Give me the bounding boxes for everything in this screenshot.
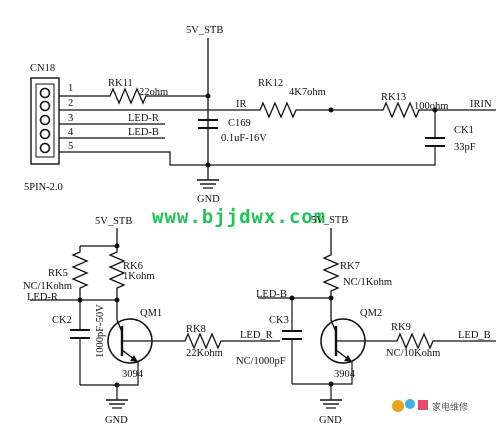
- ground-symbol-top: [197, 179, 219, 189]
- rk7-ref: RK7: [340, 261, 360, 272]
- qm2-ref: QM2: [360, 308, 382, 319]
- ck1-value: 33pF: [454, 142, 476, 153]
- pin-4-label: 4: [68, 127, 74, 138]
- pin-3-label: 3: [68, 113, 73, 124]
- ck1-ref: CK1: [454, 125, 474, 136]
- connector-ref: CN18: [30, 63, 55, 74]
- rk5-value: NC/1Kohm: [23, 281, 72, 292]
- rk8-resistor: [180, 332, 226, 350]
- ck2-ref: CK2: [52, 315, 72, 326]
- pin-2-label: 2: [68, 98, 73, 109]
- rk5-resistor: [71, 246, 89, 296]
- ck3-value: NC/1000pF: [236, 356, 286, 367]
- rk11-value: 22ohm: [139, 87, 168, 98]
- led-r-out-label: LED_R: [240, 330, 273, 341]
- led-b-out-label: LED_B: [458, 330, 491, 341]
- power-label-left: 5V_STB: [95, 216, 132, 227]
- junction-ir: [328, 107, 334, 113]
- pin-5-ground-wire: [59, 150, 436, 166]
- led-r-label-top: LED-R: [128, 113, 159, 124]
- qm2-transistor: [320, 298, 366, 364]
- rk5-ref: RK5: [48, 268, 68, 279]
- rk6-ref: RK6: [123, 261, 143, 272]
- rk13-ref: RK13: [381, 92, 406, 103]
- led-b-label-top: LED-B: [128, 127, 159, 138]
- qm2-emitter-wire: [292, 362, 353, 385]
- pin-1-label: 1: [68, 83, 73, 94]
- connector-type: 5PIN-2.0: [24, 182, 63, 193]
- rk8-ref: RK8: [186, 324, 206, 335]
- rk12-ref: RK12: [258, 78, 283, 89]
- junction-vcc: [205, 93, 211, 99]
- ground-label-left: GND: [105, 415, 128, 426]
- rk6-resistor: [108, 246, 126, 300]
- rk12-value: 4K7ohm: [289, 87, 326, 98]
- rk9-resistor: [392, 332, 438, 350]
- rk9-ref: RK9: [391, 322, 411, 333]
- junction-ground-top: [205, 162, 211, 168]
- power-label-right: 5V_STB: [311, 215, 348, 226]
- ground-symbol-right: [320, 399, 342, 409]
- rk7-resistor: [322, 252, 340, 298]
- rk9-value: NC/10Kohm: [386, 348, 440, 359]
- rk13-value: 100ohm: [414, 101, 448, 112]
- watermark-url: www.bjjdwx.com: [152, 206, 326, 228]
- rk11-ref: RK11: [108, 78, 133, 89]
- ck3-ref: CK3: [269, 315, 289, 326]
- qm1-value: 3094: [122, 369, 144, 380]
- qm1-ref: QM1: [140, 308, 162, 319]
- ground-symbol-left: [106, 399, 128, 409]
- ground-label-right: GND: [319, 415, 342, 426]
- ir-label: IR: [236, 99, 247, 110]
- rk13-resistor: [378, 101, 424, 119]
- rk8-value: 22Kohm: [186, 348, 223, 359]
- pin-5-label: 5: [68, 141, 73, 152]
- irin-label: IRIN: [470, 99, 492, 110]
- qm2-value: 3904: [334, 369, 356, 380]
- rk7-value: NC/1Kohm: [343, 277, 392, 288]
- c169-ref: C169: [228, 118, 251, 129]
- power-label-top: 5V_STB: [186, 25, 223, 36]
- led-b-label-right: LED-B: [256, 289, 287, 300]
- qm1-transistor: [107, 300, 153, 364]
- ground-label-top: GND: [197, 194, 220, 205]
- watermark-footer: 家电维修: [432, 401, 468, 413]
- ck2-value: 1000pF-50V: [95, 304, 106, 358]
- qm1-emitter-wire: [80, 362, 139, 386]
- c169-value: 0.1uF-16V: [221, 133, 267, 144]
- watermark-logo: [392, 399, 428, 412]
- rk6-value: 1Kohm: [123, 271, 155, 282]
- connector-cn18: [30, 77, 60, 165]
- led-r-label-left: LED-R: [27, 292, 58, 303]
- rk12-resistor: [255, 101, 300, 119]
- rk11-resistor: [105, 87, 150, 105]
